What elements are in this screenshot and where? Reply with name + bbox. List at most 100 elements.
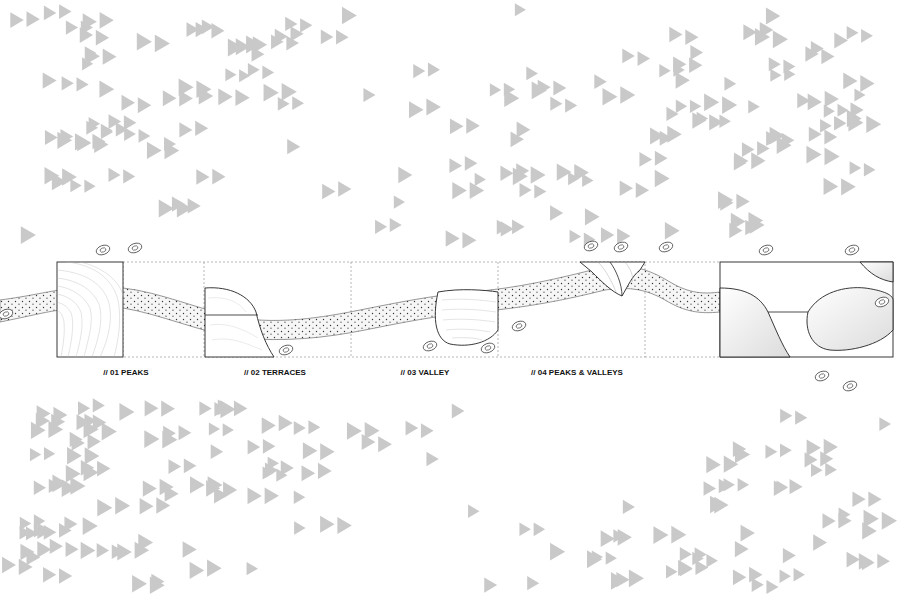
triangle-pattern bbox=[446, 230, 460, 246]
triangle-pattern bbox=[184, 458, 197, 473]
triangle-pattern bbox=[517, 122, 531, 138]
triangle-pattern bbox=[207, 560, 222, 577]
triangle-pattern bbox=[735, 445, 750, 463]
triangle-pattern bbox=[516, 163, 529, 178]
triangle-pattern bbox=[77, 135, 91, 152]
triangle-pattern bbox=[43, 72, 57, 88]
triangle-pattern bbox=[409, 101, 423, 118]
triangle-pattern bbox=[77, 77, 89, 91]
triangle-pattern bbox=[777, 480, 788, 493]
triangle-pattern bbox=[769, 57, 781, 71]
triangle-pattern bbox=[854, 88, 865, 101]
triangle-pattern bbox=[659, 64, 670, 77]
triangle-pattern bbox=[680, 547, 692, 561]
triangle-pattern bbox=[102, 422, 117, 440]
triangle-pattern bbox=[719, 114, 730, 127]
triangle-pattern bbox=[179, 425, 192, 440]
triangle-pattern bbox=[722, 96, 737, 114]
triangle-pattern bbox=[484, 578, 497, 593]
triangle-pattern bbox=[159, 200, 174, 218]
triangle-pattern bbox=[515, 3, 526, 16]
triangle-pattern bbox=[534, 523, 546, 537]
triangle-pattern bbox=[655, 151, 668, 166]
triangle-pattern bbox=[733, 569, 746, 585]
triangle-pattern bbox=[748, 212, 763, 229]
triangle-pattern bbox=[206, 480, 220, 497]
triangle-pattern bbox=[813, 534, 827, 550]
triangle-pattern bbox=[773, 30, 788, 48]
triangle-pattern bbox=[450, 118, 464, 134]
triangle-pattern bbox=[93, 398, 105, 412]
triangle-pattern bbox=[452, 404, 465, 419]
triangle-pattern bbox=[59, 4, 71, 19]
triangle-pattern bbox=[239, 69, 250, 82]
triangle-pattern bbox=[734, 156, 747, 171]
triangle-pattern bbox=[300, 18, 312, 32]
triangle-pattern bbox=[164, 137, 176, 151]
triangle-pattern bbox=[34, 481, 46, 495]
triangle-pattern bbox=[692, 552, 703, 565]
triangle-pattern bbox=[636, 182, 649, 198]
triangle-pattern bbox=[406, 421, 419, 436]
triangle-pattern bbox=[879, 417, 891, 431]
triangle-pattern bbox=[650, 128, 664, 145]
triangle-pattern bbox=[248, 488, 262, 505]
triangle-pattern bbox=[390, 218, 402, 232]
triangle-pattern bbox=[37, 541, 51, 558]
triangle-pattern bbox=[172, 196, 185, 211]
triangle-pattern bbox=[709, 114, 723, 130]
triangle-pattern bbox=[720, 195, 733, 211]
triangle-pattern bbox=[321, 30, 334, 45]
triangle-pattern bbox=[795, 410, 807, 424]
triangle-pattern bbox=[783, 60, 795, 74]
triangle-pattern bbox=[603, 88, 618, 106]
triangle-pattern bbox=[247, 562, 258, 575]
triangle-pattern bbox=[706, 554, 717, 567]
triangle-pattern bbox=[678, 560, 692, 576]
triangle-pattern bbox=[741, 525, 755, 542]
triangle-pattern bbox=[147, 142, 162, 159]
triangle-pattern bbox=[601, 227, 614, 243]
viewer-symbol bbox=[422, 339, 438, 352]
triangle-pattern bbox=[735, 541, 749, 557]
triangle-pattern bbox=[144, 430, 159, 448]
triangle-pattern bbox=[685, 30, 698, 46]
triangle-pattern bbox=[199, 87, 214, 104]
triangle-pattern bbox=[66, 465, 81, 483]
triangle-pattern bbox=[115, 497, 130, 515]
triangle-pattern bbox=[834, 116, 846, 130]
triangle-pattern bbox=[877, 554, 890, 569]
viewer-symbol bbox=[658, 240, 674, 253]
triangle-pattern bbox=[565, 98, 577, 112]
triangle-pattern bbox=[843, 72, 857, 89]
triangle-pattern bbox=[868, 492, 881, 508]
triangle-pattern bbox=[19, 559, 33, 575]
triangle-pattern bbox=[202, 19, 215, 34]
triangle-pattern bbox=[291, 26, 304, 41]
triangle-pattern bbox=[294, 521, 305, 534]
triangle-pattern bbox=[809, 127, 822, 142]
triangle-pattern bbox=[783, 548, 796, 563]
triangle-pattern bbox=[806, 146, 821, 164]
triangle-pattern bbox=[620, 180, 633, 196]
triangle-pattern bbox=[665, 222, 680, 239]
viewer-symbol bbox=[583, 239, 599, 252]
triangle-pattern bbox=[504, 83, 515, 96]
triangle-pattern bbox=[252, 47, 265, 62]
triangle-pattern bbox=[824, 439, 838, 456]
triangle-pattern bbox=[363, 88, 375, 102]
triangle-pattern bbox=[37, 523, 51, 539]
triangle-pattern bbox=[322, 184, 335, 200]
triangle-pattern bbox=[279, 415, 293, 432]
triangle-pattern bbox=[97, 499, 112, 517]
triangle-pattern bbox=[96, 30, 109, 46]
triangle-pattern bbox=[426, 98, 440, 115]
triangle-pattern bbox=[465, 156, 478, 171]
triangle-pattern bbox=[10, 12, 23, 28]
triangle-pattern bbox=[93, 415, 106, 431]
triangle-pattern bbox=[124, 115, 137, 130]
triangle-pattern bbox=[704, 481, 716, 496]
triangle-pattern bbox=[72, 435, 85, 451]
triangle-pattern bbox=[53, 407, 67, 423]
triangle-pattern bbox=[268, 457, 279, 470]
